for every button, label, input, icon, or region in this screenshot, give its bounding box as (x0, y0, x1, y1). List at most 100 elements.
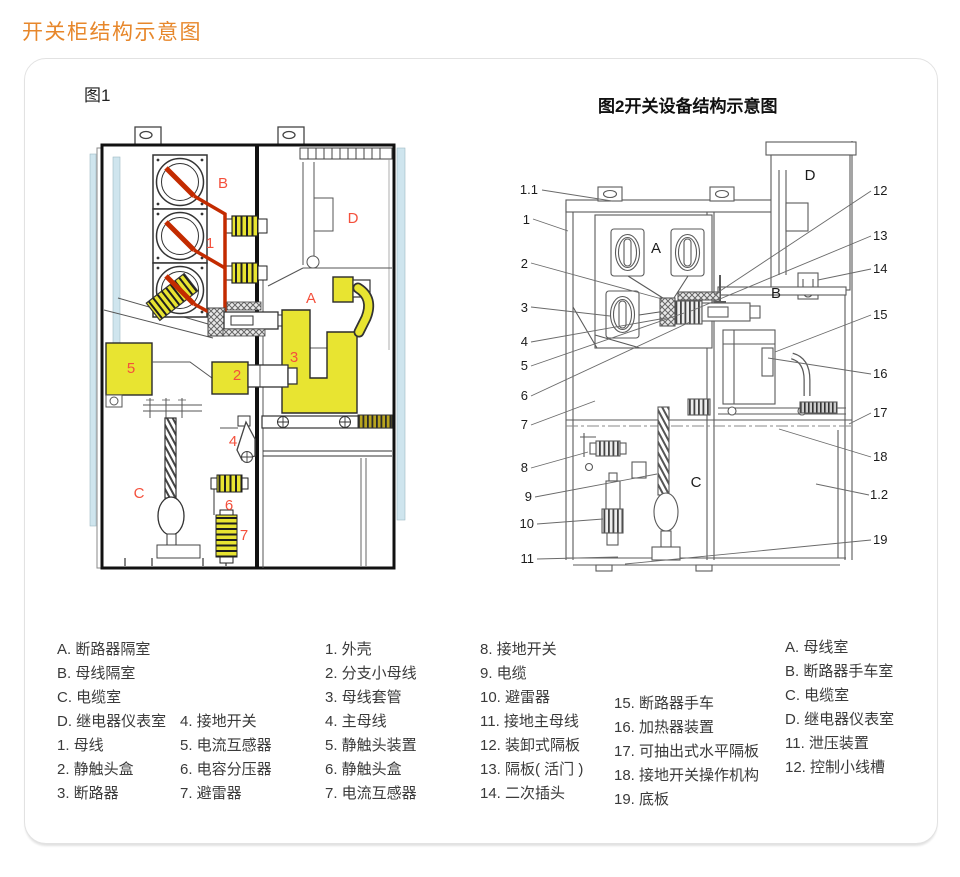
fig2-label-10: 10 (520, 516, 534, 531)
fig2-label-7: 7 (521, 417, 528, 432)
cable-and-termination (143, 398, 202, 559)
fig1-label-A: A (306, 290, 316, 307)
earthing-switch (220, 420, 256, 463)
legend-item: 17. 可抽出式水平隔板 (614, 743, 760, 760)
fig1-label-3: 3 (290, 349, 298, 366)
legend-item: 5. 电流互感器 (180, 737, 272, 754)
busbar-bushing-plates (605, 228, 705, 339)
branch-busbar-insulators (224, 215, 268, 284)
fig2-label-9: 9 (525, 489, 532, 504)
breaker-guide-rail (237, 414, 393, 566)
fig1-label-2: 2 (233, 367, 241, 384)
leader-lines (530, 189, 872, 565)
fig1-label-7: 7 (240, 527, 248, 544)
legend-item: A. 母线室 (785, 639, 849, 656)
fig2-label-13: 13 (873, 228, 887, 243)
fig1-label-4: 4 (229, 433, 237, 450)
legend-item: 4. 接地开关 (180, 713, 257, 730)
fig2-label-A: A (651, 240, 661, 257)
legend-block-fig2-rooms: A. 母线室 B. 断路器手车室 C. 电缆室 D. 继电器仪表室 11. 泄压… (785, 636, 894, 780)
static-contact-box (211, 361, 298, 395)
legend-item: B. 断路器手车室 (785, 663, 894, 680)
fig2-label-19: 19 (873, 532, 887, 547)
vent-grille (307, 148, 381, 159)
fig2-label-1.1: 1.1 (520, 182, 538, 197)
legend-item: 13. 隔板( 活门 ) (480, 761, 584, 778)
legend-item: 9. 电缆 (480, 665, 527, 682)
heater-strip (357, 414, 393, 429)
legend-item: 6. 电容分压器 (180, 761, 272, 778)
lifting-tabs (134, 126, 305, 146)
legend-item: 10. 避雷器 (480, 689, 551, 706)
current-transformer (687, 398, 711, 416)
legend-item: 1. 外壳 (325, 641, 372, 658)
fig2-drawing: 1.1 1 2 3 4 5 6 7 8 9 10 11 12 13 14 15 … (520, 141, 888, 572)
relay-compartment-D (267, 147, 393, 350)
fig2-label-B: B (771, 285, 781, 302)
legend-block-fig2-parts-15-19: 15. 断路器手车 16. 加热器装置 17. 可抽出式水平隔板 18. 接地开… (614, 692, 759, 812)
fig1-label-5: 5 (127, 360, 135, 377)
legend-item: 16. 加热器装置 (614, 719, 715, 736)
legend-item: 12. 控制小线槽 (785, 759, 886, 776)
legend-item: 6. 静触头盒 (325, 761, 402, 778)
legend-item: 2. 静触头盒 (57, 761, 134, 778)
diagonal-insulator-coil (145, 272, 199, 322)
fig1-label-6: 6 (225, 497, 233, 514)
fig2-label-1.2: 1.2 (870, 487, 888, 502)
legend-item: 15. 断路器手车 (614, 695, 715, 712)
legend-item: 4. 主母线 (325, 713, 387, 730)
fig2-label-18: 18 (873, 449, 887, 464)
fig2-label-2: 2 (521, 256, 528, 271)
legend-block-fig1-parts: 4. 接地开关 5. 电流互感器 6. 电容分压器 7. 避雷器 (180, 710, 272, 806)
circuit-breaker (281, 276, 375, 414)
fig2-label-16: 16 (873, 366, 887, 381)
fig2-label-C: C (691, 474, 702, 491)
pressure-relief-strip-right (396, 147, 406, 521)
bushing-assembly (659, 291, 761, 327)
current-transformer-block (105, 342, 213, 408)
arrester (608, 472, 618, 482)
fig1-label-1: 1 (206, 235, 214, 252)
fig2-enclosure (565, 141, 853, 572)
page-title: 开关柜结构示意图 (22, 21, 202, 44)
fig2-label-17: 17 (873, 405, 887, 420)
fig2-label-D: D (805, 167, 816, 184)
fig2-caption: 图2开关设备结构示意图 (598, 97, 778, 116)
legend-item: D. 继电器仪表室 (57, 713, 167, 730)
surge-arrester (215, 509, 238, 564)
legend-item: D. 继电器仪表室 (785, 711, 895, 728)
legend-item: C. 电缆室 (57, 689, 122, 706)
fig2-label-1: 1 (523, 212, 530, 227)
legend-item: 3. 断路器 (57, 785, 119, 802)
fig1-label-D: D (348, 210, 359, 227)
cable-room-C (580, 398, 711, 561)
legend-block-fig2-parts-8-14: 8. 接地开关 9. 电缆 10. 避雷器 11. 接地主母线 12. 装卸式隔… (480, 638, 583, 806)
heater-device (761, 347, 774, 377)
fig1-caption: 图1 (84, 86, 111, 105)
legend-item: 12. 装卸式隔板 (480, 737, 581, 754)
capacitive-voltage-divider (210, 474, 249, 515)
pressure-relief-strip-left (89, 153, 97, 527)
legend-item: 19. 底板 (614, 791, 670, 808)
legend-item: 7. 电流互感器 (325, 785, 417, 802)
fig1-label-C: C (134, 485, 145, 502)
legend-item: A. 断路器隔室 (57, 641, 151, 658)
breaker-trolley-room-B (714, 275, 847, 416)
legend-item: B. 母线隔室 (57, 665, 136, 682)
fig2-label-4: 4 (521, 334, 528, 349)
legend-item: 5. 静触头装置 (325, 737, 417, 754)
cable-termination (653, 492, 679, 532)
legend-item: 11. 泄压装置 (785, 735, 869, 752)
legend-item: 14. 二次插头 (480, 785, 566, 802)
legend-block-fig1-rooms: A. 断路器隔室 B. 母线隔室 C. 电缆室 D. 继电器仪表室 1. 母线 … (57, 638, 166, 806)
fig1-drawing: B 1 D A 3 5 2 4 C 6 7 (89, 126, 406, 570)
fig2-label-11: 11 (521, 551, 535, 566)
heater-strip (799, 401, 838, 414)
fig1-label-B: B (218, 175, 228, 192)
fig2-label-15: 15 (873, 307, 887, 322)
relay-room-D (765, 141, 857, 291)
legend-item: 8. 接地开关 (480, 641, 557, 658)
legend-item: 11. 接地主母线 (480, 713, 579, 730)
legend-item: C. 电缆室 (785, 687, 850, 704)
inner-wall-strip (112, 156, 121, 350)
